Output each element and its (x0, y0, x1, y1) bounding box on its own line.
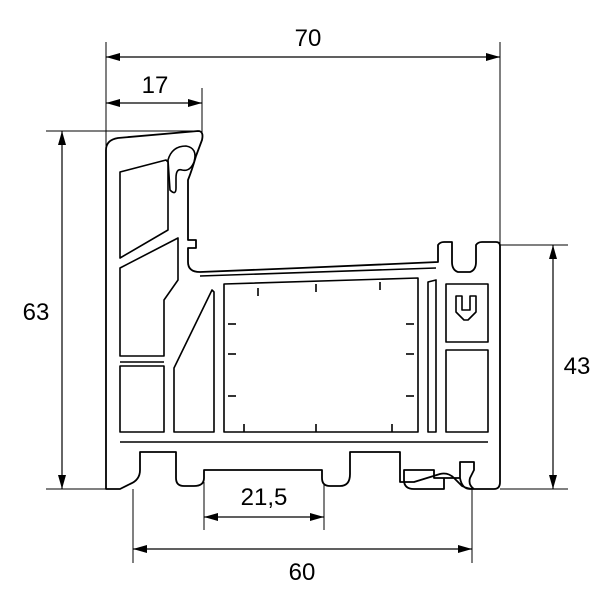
dimension-label-63: 63 (23, 299, 50, 326)
dimension-bottom-width: 60 (132, 489, 473, 586)
dimension-label-70: 70 (295, 25, 322, 52)
chamber-right-middle (445, 349, 489, 433)
dimension-label-60: 60 (289, 559, 316, 586)
dimension-overall-width: 70 (105, 25, 501, 245)
glazing-clip-top (167, 145, 196, 194)
chamber-left-middle (119, 237, 179, 357)
profile-body (105, 130, 501, 490)
gasket-groove-right (455, 295, 477, 321)
chamber-main (223, 277, 419, 433)
chamber-right-slim (427, 279, 437, 433)
dimension-label-43: 43 (564, 353, 591, 380)
reinforcement-tabs (228, 282, 414, 432)
dimension-overall-height: 63 (23, 130, 200, 490)
dimension-label-21-5: 21,5 (241, 484, 288, 511)
chamber-left-upper (119, 159, 169, 259)
dimension-label-17: 17 (142, 72, 169, 99)
dimension-inner-bottom: 21,5 (203, 482, 325, 530)
dimension-right-height: 43 (500, 244, 591, 490)
chamber-diagonal (173, 289, 215, 433)
dimension-top-left: 17 (106, 72, 203, 135)
chamber-left-lower (119, 365, 165, 433)
inner-rail-line (199, 267, 437, 277)
